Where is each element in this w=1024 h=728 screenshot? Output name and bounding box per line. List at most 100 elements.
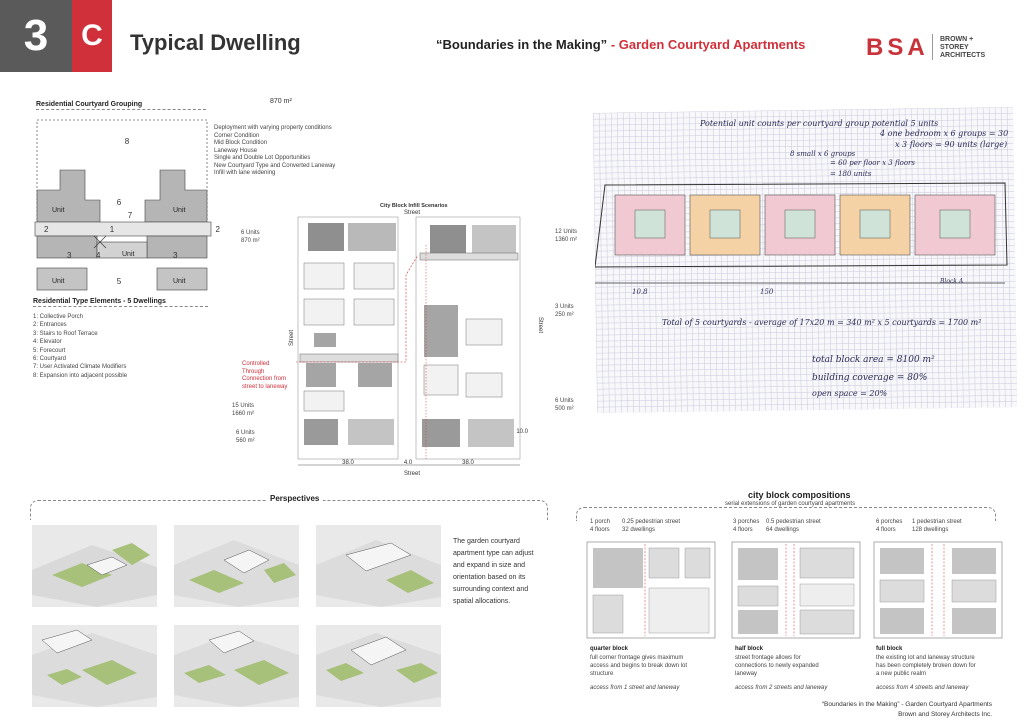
building (799, 609, 855, 635)
block-outline (595, 182, 1008, 268)
stat: 4 floors (733, 526, 753, 533)
compo-2-stats-left: 3 porches 4 floors (733, 519, 759, 534)
label-4: 4 (96, 251, 101, 260)
type-elements-rule (33, 306, 208, 307)
controlled-connection-label: Controlled Through Connection from stree… (242, 361, 287, 391)
city-block-plan: 38.0 4.0 38.0 10.0 (296, 216, 529, 466)
unit-count: 6 Units (241, 230, 260, 236)
caption-line: spatial allocations. (453, 598, 511, 605)
logo-text-1: BROWN + (940, 36, 974, 43)
elevator-mark (93, 235, 107, 249)
compo-1-desc: full corner frontage gives maximum acces… (590, 654, 720, 678)
bsa-logo: BSA (866, 34, 929, 61)
aerial-render (316, 540, 441, 607)
stat: 1 pedestrian street (912, 519, 962, 525)
infill-label-right-2: 3 Units 250 m² (555, 304, 574, 319)
building (738, 610, 778, 634)
building (465, 318, 503, 346)
building (648, 587, 710, 634)
perspective-image (32, 525, 157, 607)
desc-line: laneway (735, 671, 758, 677)
laneway-porch (299, 353, 399, 363)
compo-1-name: quarter block (590, 646, 629, 652)
compo-3-access: access from 4 streets and laneway (876, 685, 969, 691)
building (348, 419, 394, 445)
dim-10: 10.0 (516, 429, 528, 435)
compo-2-stats-right: 0.5 pedestrian street 64 dwellings (766, 519, 821, 534)
compo-2-plan (731, 541, 861, 639)
building (430, 225, 466, 255)
compo-2-access: access from 2 streets and laneway (735, 685, 828, 691)
compo-2-name: half block (735, 646, 764, 652)
sketch-note-top: Potential unit counts per courtyard grou… (700, 119, 939, 128)
stat: 0.5 pedestrian street (766, 519, 821, 525)
infill-label-left-1: 6 Units 870 m² (241, 230, 260, 245)
unit-block-center (96, 241, 148, 259)
subtitle-quote: “Boundaries in the Making” (436, 37, 608, 52)
block-east (415, 216, 521, 460)
type-element-item: 6: Courtyard (33, 356, 67, 363)
unit-block-bottom-right (156, 267, 208, 291)
unit-count: 6 Units (555, 398, 574, 404)
building (737, 585, 779, 607)
compositions-bracket (576, 507, 996, 521)
grouping-note: Corner Condition (214, 132, 260, 139)
label-8: 8 (125, 137, 130, 146)
sketch-note-open: open space = 20% (812, 389, 888, 398)
type-element-item: 3: Stairs to Roof Terrace (33, 330, 98, 337)
unit-label: Unit (122, 251, 135, 258)
compo-3-desc: the existing lot and laneway structure h… (876, 654, 1011, 678)
sketch-block-label: Block A (940, 278, 964, 285)
building (472, 225, 516, 255)
stat: 6 porches (876, 519, 903, 525)
label-2-left: 2 (44, 225, 49, 234)
stat: 0.25 pedestrian street (622, 519, 681, 525)
unit-label: Unit (173, 207, 186, 214)
logo-divider (932, 34, 933, 60)
unit-label: Unit (173, 278, 186, 285)
caption-line: apartment type can adjust (453, 550, 534, 557)
dim-38-left: 38.0 (342, 460, 354, 466)
caption-line: surrounding context and (453, 586, 529, 593)
grouping-notes: Deployment with varying property conditi… (214, 125, 364, 178)
desc-line: connections to newly expanded (735, 663, 819, 669)
unit-block-bottom-left (36, 267, 88, 291)
unit-area: 250 m² (555, 311, 574, 318)
aerial-render (174, 630, 299, 707)
building (593, 548, 643, 588)
unit-count: 12 Units (555, 229, 578, 235)
courtyard (859, 209, 891, 239)
controlled-line: street to laneway (242, 383, 288, 390)
label-5: 5 (117, 277, 122, 286)
controlled-connection-path (296, 254, 419, 363)
caption-line: orientation based on its (453, 574, 526, 581)
unit-count: 15 Units (232, 403, 255, 409)
perspectives-bracket (30, 500, 548, 520)
sketch-note: 4 one bedroom x 6 groups = 30 (880, 129, 1009, 138)
street-bottom: Street (404, 471, 421, 477)
label-6: 6 (117, 198, 122, 207)
footer-line-2: Brown and Storey Architects Inc. (898, 711, 992, 718)
desc-line: the existing lot and laneway structure (876, 655, 975, 661)
grouping-area: 870 m² (270, 98, 292, 105)
logo-text-3: ARCHITECTS (940, 52, 986, 59)
unit-area: 500 m² (555, 405, 574, 412)
unit-label: Unit (52, 207, 65, 214)
grouping-note: Infill with lane widening (214, 170, 276, 176)
type-elements-title: Residential Type Elements - 5 Dwellings (33, 298, 166, 305)
unit-area: 560 m² (236, 437, 255, 444)
street-top: Street (404, 210, 421, 216)
desc-line: has been completely broken down for (876, 663, 976, 669)
street-left: Street (289, 329, 296, 347)
perspective-image (316, 625, 441, 707)
building (303, 390, 345, 412)
grouping-note: Laneway House (214, 147, 258, 154)
building (308, 223, 344, 251)
building (951, 579, 997, 603)
courtyard (634, 209, 666, 239)
unit-area: 1660 m² (232, 410, 255, 417)
building (468, 419, 514, 447)
unit-label: Unit (52, 278, 65, 285)
desc-line: access and begins to break down lot (590, 663, 688, 669)
building (303, 262, 345, 290)
